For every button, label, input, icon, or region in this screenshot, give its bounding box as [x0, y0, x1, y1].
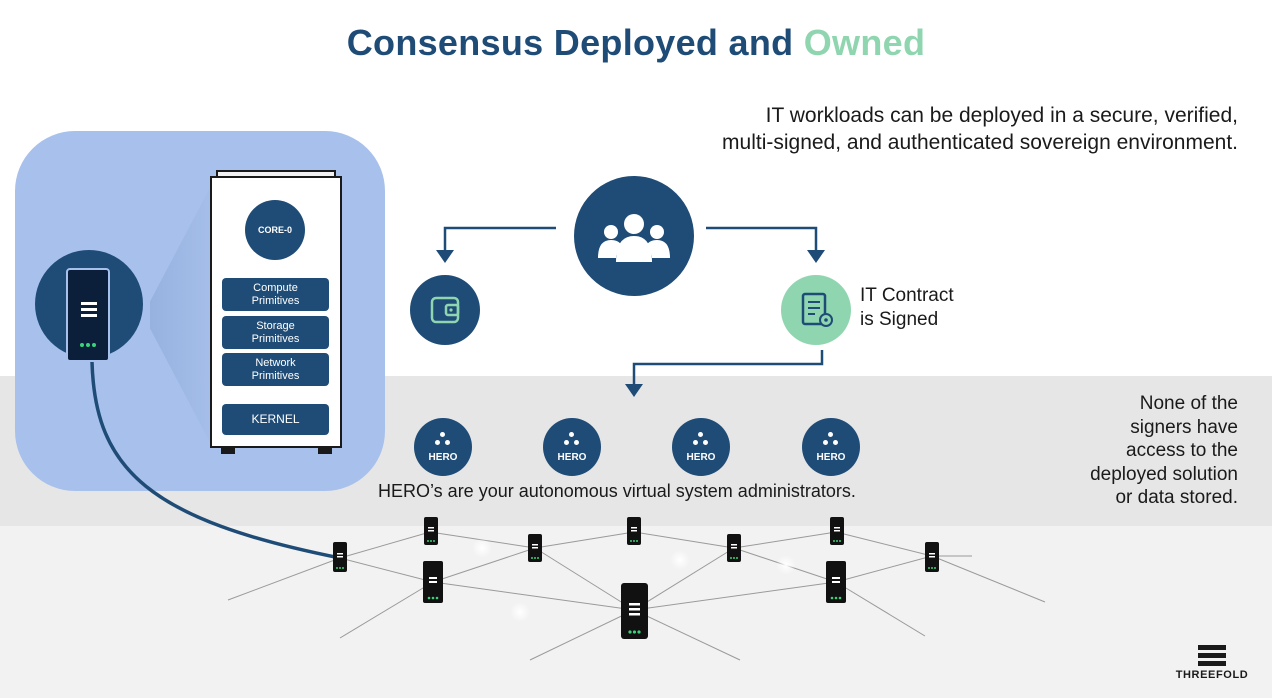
server-top	[216, 170, 336, 178]
network-device	[528, 534, 542, 562]
node-device-icon	[66, 268, 110, 362]
intro-text: IT workloads can be deployed in a secure…	[538, 102, 1238, 156]
page-title: Consensus Deployed and Owned	[346, 22, 926, 63]
signers-note: None of the signers have access to the d…	[1090, 393, 1238, 508]
hero-dots-icon	[564, 432, 580, 446]
network-device	[333, 542, 347, 572]
hero-dots-icon	[435, 432, 451, 446]
title-accent: Owned	[803, 22, 926, 63]
network-device	[424, 517, 438, 545]
intro-line-2: multi-signed, and authenticated sovereig…	[722, 131, 1238, 154]
users-group-icon	[574, 176, 694, 296]
core-0-badge: CORE-0	[245, 200, 305, 260]
arrowhead-wallet	[436, 250, 454, 263]
network-device	[423, 561, 443, 603]
hero-dots-icon	[693, 432, 709, 446]
hero-badge: HERO	[672, 418, 730, 476]
hero-badge: HERO	[802, 418, 860, 476]
hero-dots-icon	[823, 432, 839, 446]
network-mesh	[227, 531, 1046, 661]
threefold-logo: THREEFOLD	[1172, 645, 1252, 681]
network-device	[727, 534, 741, 562]
arrowhead-heroes	[625, 384, 643, 397]
arrow-to-heroes	[632, 350, 824, 386]
hero-badge: HERO	[414, 418, 472, 476]
intro-line-1: IT workloads can be deployed in a secure…	[765, 104, 1238, 127]
contract-label: IT Contract is Signed	[860, 285, 954, 330]
arrowhead-contract	[807, 250, 825, 263]
network-device	[925, 542, 939, 572]
arrow-to-contract	[706, 226, 818, 252]
hero-badge: HERO	[543, 418, 601, 476]
server-foot-right	[318, 448, 332, 454]
wallet-icon	[410, 275, 480, 345]
kernel-box: KERNEL	[222, 404, 329, 435]
contract-document-icon	[781, 275, 851, 345]
arrow-to-wallet	[443, 226, 556, 252]
server-foot-left	[221, 448, 235, 454]
network-device	[826, 561, 846, 603]
hero-caption: HERO’s are your autonomous virtual syste…	[378, 481, 856, 501]
network-device	[627, 517, 641, 545]
threefold-mark-icon	[1198, 645, 1226, 666]
network-glows	[472, 538, 796, 622]
node-cable	[90, 361, 341, 560]
network-device	[621, 583, 648, 639]
network-devices	[333, 517, 939, 639]
network-device	[830, 517, 844, 545]
